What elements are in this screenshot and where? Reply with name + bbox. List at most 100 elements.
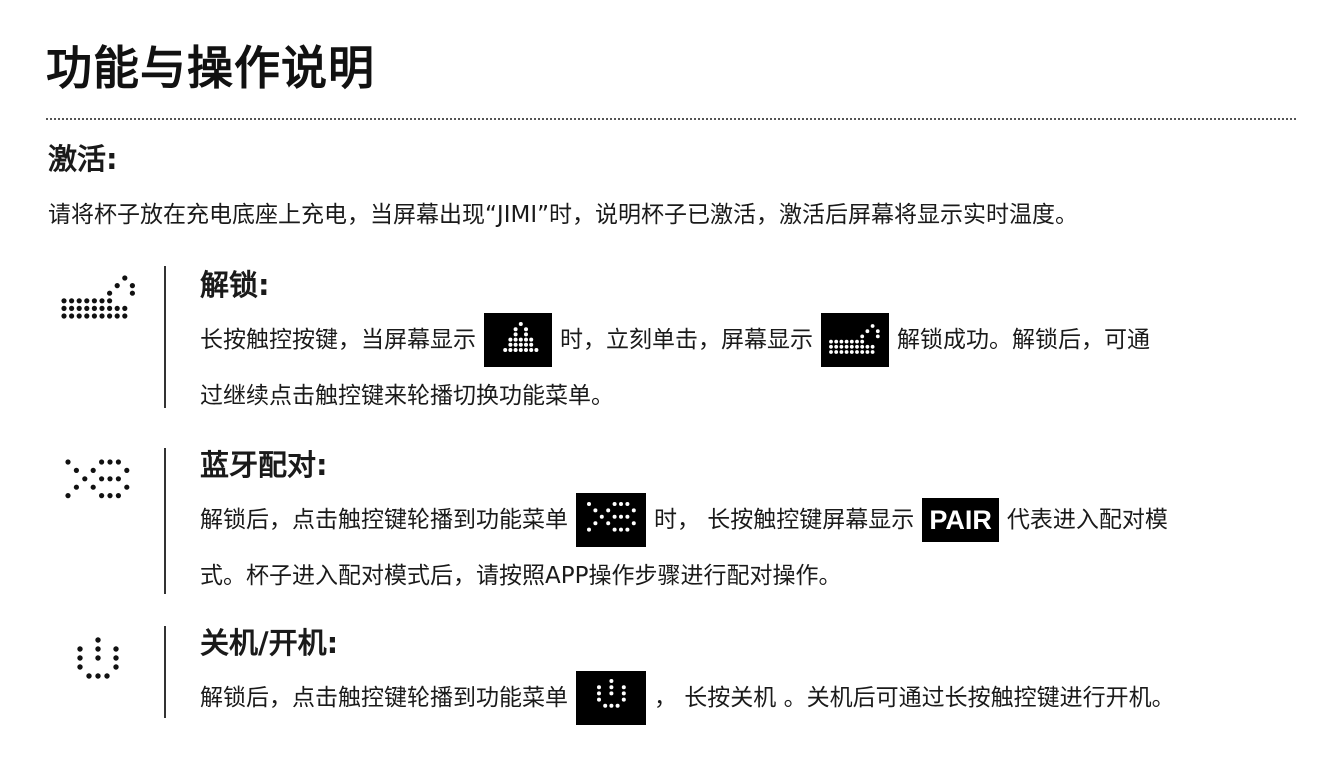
matrix-dot xyxy=(84,298,90,304)
matrix-dot xyxy=(849,344,854,349)
matrix-dot xyxy=(61,298,67,304)
bluetooth-dots-svg xyxy=(65,459,130,499)
power-text-b: ， 长按关机 。关机后可通过长按触控键进行开机。 xyxy=(654,685,1175,711)
matrix-dot xyxy=(599,514,604,519)
matrix-dot xyxy=(518,348,523,352)
power-dots-svg xyxy=(77,637,119,679)
matrix-dot xyxy=(855,339,859,344)
matrix-dot xyxy=(503,348,508,352)
unlock-divider xyxy=(164,266,166,408)
bluetooth-heading: 蓝牙配对: xyxy=(200,448,328,482)
power-section: 关机/开机: 解锁后，点击触控键轮播到功能菜单 ， 长按关机 。关机后可通过长按… xyxy=(0,620,1339,725)
matrix-dot xyxy=(65,459,71,465)
unlock-dots-icon xyxy=(58,270,140,328)
matrix-dot xyxy=(597,691,601,696)
matrix-dot xyxy=(69,313,75,319)
matrix-dot xyxy=(860,334,865,339)
matrix-dot xyxy=(597,697,601,702)
matrix-dot xyxy=(107,476,113,482)
matrix-dot xyxy=(99,476,105,482)
matrix-dot xyxy=(524,342,528,347)
matrix-dot xyxy=(95,646,101,652)
matrix-dot xyxy=(90,484,96,490)
hold-screen-chip xyxy=(484,313,552,367)
matrix-dot xyxy=(587,527,591,532)
matrix-dot xyxy=(77,664,83,670)
matrix-dot xyxy=(82,476,88,482)
matrix-dot xyxy=(529,348,534,352)
matrix-dot xyxy=(870,324,875,328)
matrix-dot xyxy=(593,508,598,513)
matrix-dot xyxy=(829,350,833,354)
matrix-dot xyxy=(76,298,82,304)
matrix-dot xyxy=(95,673,101,679)
unlock-text-b: 时，立刻单击，屏幕显示 xyxy=(560,327,813,353)
matrix-dot xyxy=(524,332,528,337)
unlock-text-a: 长按触控按键，当屏幕显示 xyxy=(200,327,476,353)
matrix-dot xyxy=(99,305,105,311)
unlocked-dots-icon xyxy=(829,324,880,354)
matrix-dot xyxy=(69,305,75,311)
matrix-dot xyxy=(76,313,82,319)
matrix-dot xyxy=(834,344,839,349)
activation-text: 请将杯子放在充电底座上充电，当屏幕出现“JIMI”时，说明杯子已激活，激活后屏幕… xyxy=(48,202,1079,228)
matrix-dot xyxy=(518,342,523,347)
matrix-dot xyxy=(612,514,617,519)
matrix-dot xyxy=(860,350,865,354)
matrix-dot xyxy=(77,655,83,661)
matrix-dot xyxy=(609,703,614,708)
matrix-dot xyxy=(860,344,865,349)
bluetooth-line-1: 解锁后，点击触控键轮播到功能菜单 时， 长按触控键屏幕显示 PAIR 代表进入配… xyxy=(200,492,1168,548)
matrix-dot xyxy=(606,521,611,526)
matrix-dot xyxy=(625,514,630,519)
bluetooth-section: 蓝牙配对: 解锁后，点击触控键轮播到功能菜单 时， 长按触控键屏幕显示 PAIR… xyxy=(0,442,1339,602)
bluetooth-line-2: 式。杯子进入配对模式后，请按照APP操作步骤进行配对操作。 xyxy=(200,563,842,589)
matrix-dot xyxy=(865,329,870,334)
matrix-dot xyxy=(122,313,128,319)
unlocked-screen-chip xyxy=(821,313,889,367)
matrix-dot xyxy=(597,685,601,690)
matrix-dot xyxy=(625,502,630,506)
matrix-dot xyxy=(844,350,849,354)
matrix-dot xyxy=(621,691,626,696)
bluetooth-menu-icon xyxy=(587,502,636,532)
matrix-dot xyxy=(122,305,128,311)
matrix-dot xyxy=(609,679,614,683)
matrix-dot xyxy=(865,350,870,354)
matrix-dot xyxy=(631,508,636,513)
matrix-dot xyxy=(76,305,82,311)
matrix-dot xyxy=(612,527,617,532)
matrix-dot xyxy=(855,344,859,349)
matrix-dot xyxy=(839,350,844,354)
matrix-dot xyxy=(619,502,623,506)
matrix-dot xyxy=(113,655,119,661)
matrix-dot xyxy=(839,344,844,349)
matrix-dot xyxy=(113,664,119,670)
matrix-dot xyxy=(529,337,534,342)
matrix-dot xyxy=(77,646,83,652)
matrix-dot xyxy=(99,313,105,319)
power-line-1: 解锁后，点击触控键轮播到功能菜单 ， 长按关机 。关机后可通过长按触控键进行开机… xyxy=(200,670,1175,726)
matrix-dot xyxy=(122,275,128,281)
matrix-dot xyxy=(518,322,523,326)
matrix-dot xyxy=(606,508,611,513)
matrix-dot xyxy=(107,305,113,311)
matrix-dot xyxy=(91,313,97,319)
matrix-dot xyxy=(73,467,79,473)
matrix-dot xyxy=(513,337,518,342)
matrix-dot xyxy=(875,334,880,339)
matrix-dot xyxy=(609,691,614,696)
matrix-dot xyxy=(69,298,75,304)
matrix-dot xyxy=(129,283,135,289)
pair-screen-label: PAIR xyxy=(922,498,999,542)
matrix-dot xyxy=(107,493,113,499)
matrix-dot xyxy=(860,339,865,344)
matrix-dot xyxy=(870,350,875,354)
matrix-dot xyxy=(129,290,135,296)
matrix-dot xyxy=(65,493,71,499)
matrix-dot xyxy=(849,350,854,354)
matrix-dot xyxy=(114,305,120,311)
activation-heading: 激活: xyxy=(48,142,118,176)
matrix-dot xyxy=(621,685,626,690)
matrix-dot xyxy=(513,332,518,337)
